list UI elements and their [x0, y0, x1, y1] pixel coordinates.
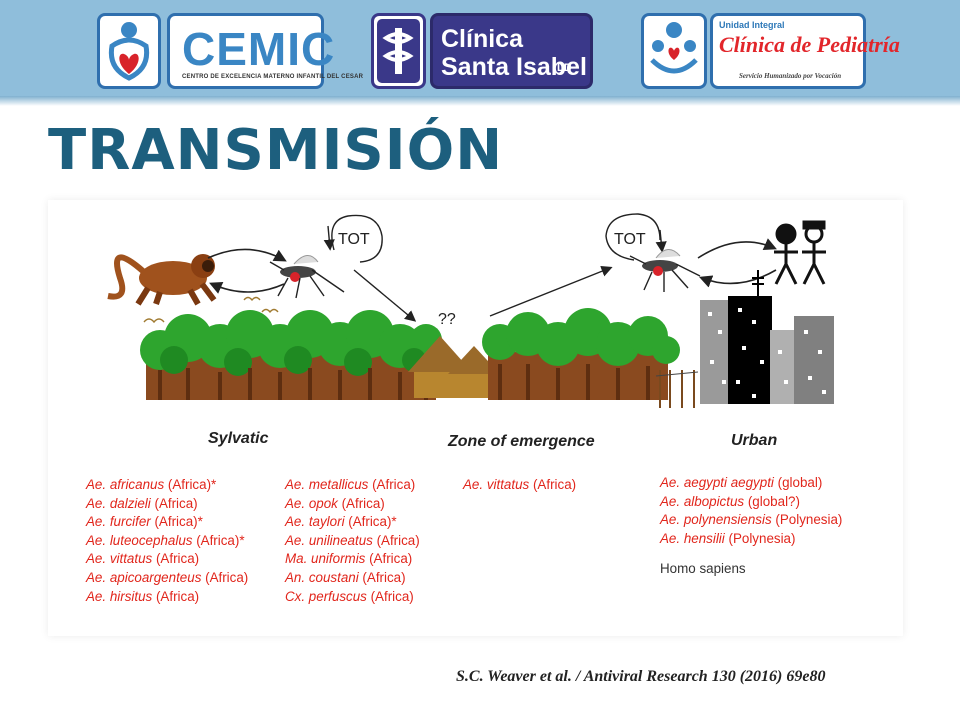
santa-isabel-logo: Clínica Santa Isabel LD: [430, 13, 593, 89]
santa-isabel-line2: Santa Isabel: [441, 53, 587, 81]
unknown-mark: ??: [438, 311, 456, 328]
sylvatic-species-list-2: Ae. metallicus (Africa) Ae. opok (Africa…: [285, 476, 420, 606]
tot-label-left: TOT: [338, 231, 370, 248]
pediatria-logo-subtitle: Servicio Humanizado por Vocación: [739, 72, 842, 80]
tot-loop-left: [331, 214, 383, 263]
species-entry: Cx. perfuscus (Africa): [285, 588, 414, 604]
species-entry: Ae. opok (Africa): [285, 495, 385, 511]
citation: S.C. Weaver et al. / Antiviral Research …: [456, 668, 826, 685]
emergence-forest-icon: [482, 308, 680, 400]
species-entry: Ae. metallicus (Africa): [285, 477, 416, 492]
sylvatic-species-list-1: Ae. africanus (Africa)* Ae. dalzieli (Af…: [86, 476, 248, 606]
urban-species-list: Ae. aegypti aegypti (global) Ae. albopic…: [660, 474, 842, 579]
pediatria-logo-text: Clínica de Pediatría: [719, 32, 900, 57]
cemic-logo-text: CEMIC: [182, 23, 336, 75]
species-entry: Ae. apicoargenteus (Africa): [86, 569, 249, 585]
slide-title: TRANSMISIÓN: [48, 118, 504, 183]
cemic-heart-logo: [97, 13, 161, 89]
city-icon: [700, 270, 834, 404]
pediatria-family-logo: [641, 13, 707, 89]
sylvatic-exchange-arrow-top: [207, 248, 287, 262]
species-entry: An. coustani (Africa): [285, 569, 406, 585]
cemic-logo-subtitle: CENTRO DE EXCELENCIA MATERNO INFANTIL DE…: [182, 74, 364, 80]
urban-exchange-arrow-top: [697, 238, 777, 259]
species-entry: Ae. hensilii (Polynesia): [660, 530, 796, 546]
species-entry: Ae. vittatus (Africa): [86, 551, 200, 567]
species-entry: Ae. unilineatus (Africa): [285, 532, 420, 548]
santa-isabel-line1: Clínica: [441, 25, 523, 53]
species-entry: Ae. vittatus (Africa): [463, 477, 577, 492]
cemic-logo: CEMIC CENTRO DE EXCELENCIA MATERNO INFAN…: [167, 13, 363, 89]
monkey-icon: [107, 254, 217, 306]
species-entry: Ae. polynensiensis (Polynesia): [660, 512, 843, 528]
arrow-to-urban: [489, 265, 613, 317]
species-entry: Ae. africanus (Africa)*: [86, 477, 217, 492]
people-icon: [774, 220, 826, 285]
transmission-illustration: TOT ?? TOT: [107, 213, 834, 408]
header-shadow: [0, 96, 960, 106]
zone-label-sylvatic: Sylvatic: [208, 430, 269, 447]
species-entry: Ae. furcifer (Africa)*: [86, 514, 203, 530]
power-poles-icon: [655, 370, 699, 408]
species-entry: Ma. uniformis (Africa): [285, 551, 413, 567]
huts-icon: [408, 336, 500, 398]
urban-exchange-arrow-bottom: [699, 269, 777, 288]
species-entry: Ae. aegypti aegypti (global): [660, 475, 823, 490]
mosquito-icon: [269, 255, 345, 299]
species-entry: Ae. hirsitus (Africa): [86, 588, 200, 604]
tot-label-right: TOT: [614, 231, 646, 248]
pediatria-logo-top: Unidad Integral: [719, 20, 785, 30]
arrow-to-emergence: [353, 269, 417, 322]
species-entry: Ae. luteocephalus (Africa)*: [86, 532, 245, 548]
birds-icon: [143, 296, 537, 324]
zone-label-urban: Urban: [731, 432, 778, 449]
transmission-diagram: TOT ?? TOT: [48, 200, 903, 636]
species-entry: Ae. albopictus (global?): [660, 493, 800, 509]
santa-isabel-emblem: [371, 13, 426, 89]
tot-loop-right: [605, 213, 661, 261]
sylvatic-exchange-arrow-bottom: [209, 282, 285, 294]
mosquito-icon: [629, 249, 701, 292]
zone-label-emergence: Zone of emergence: [448, 433, 595, 450]
santa-isabel-suffix: LD: [557, 62, 572, 74]
emergence-species-list: Ae. vittatus (Africa): [463, 476, 576, 495]
host-species: Homo sapiens: [660, 561, 746, 577]
species-entry: Ae. taylori (Africa)*: [285, 514, 397, 530]
species-entry: Ae. dalzieli (Africa): [86, 495, 198, 511]
sylvatic-forest-icon: [140, 310, 442, 400]
pediatria-logo: Unidad Integral Clínica de Pediatría Ser…: [710, 13, 900, 89]
